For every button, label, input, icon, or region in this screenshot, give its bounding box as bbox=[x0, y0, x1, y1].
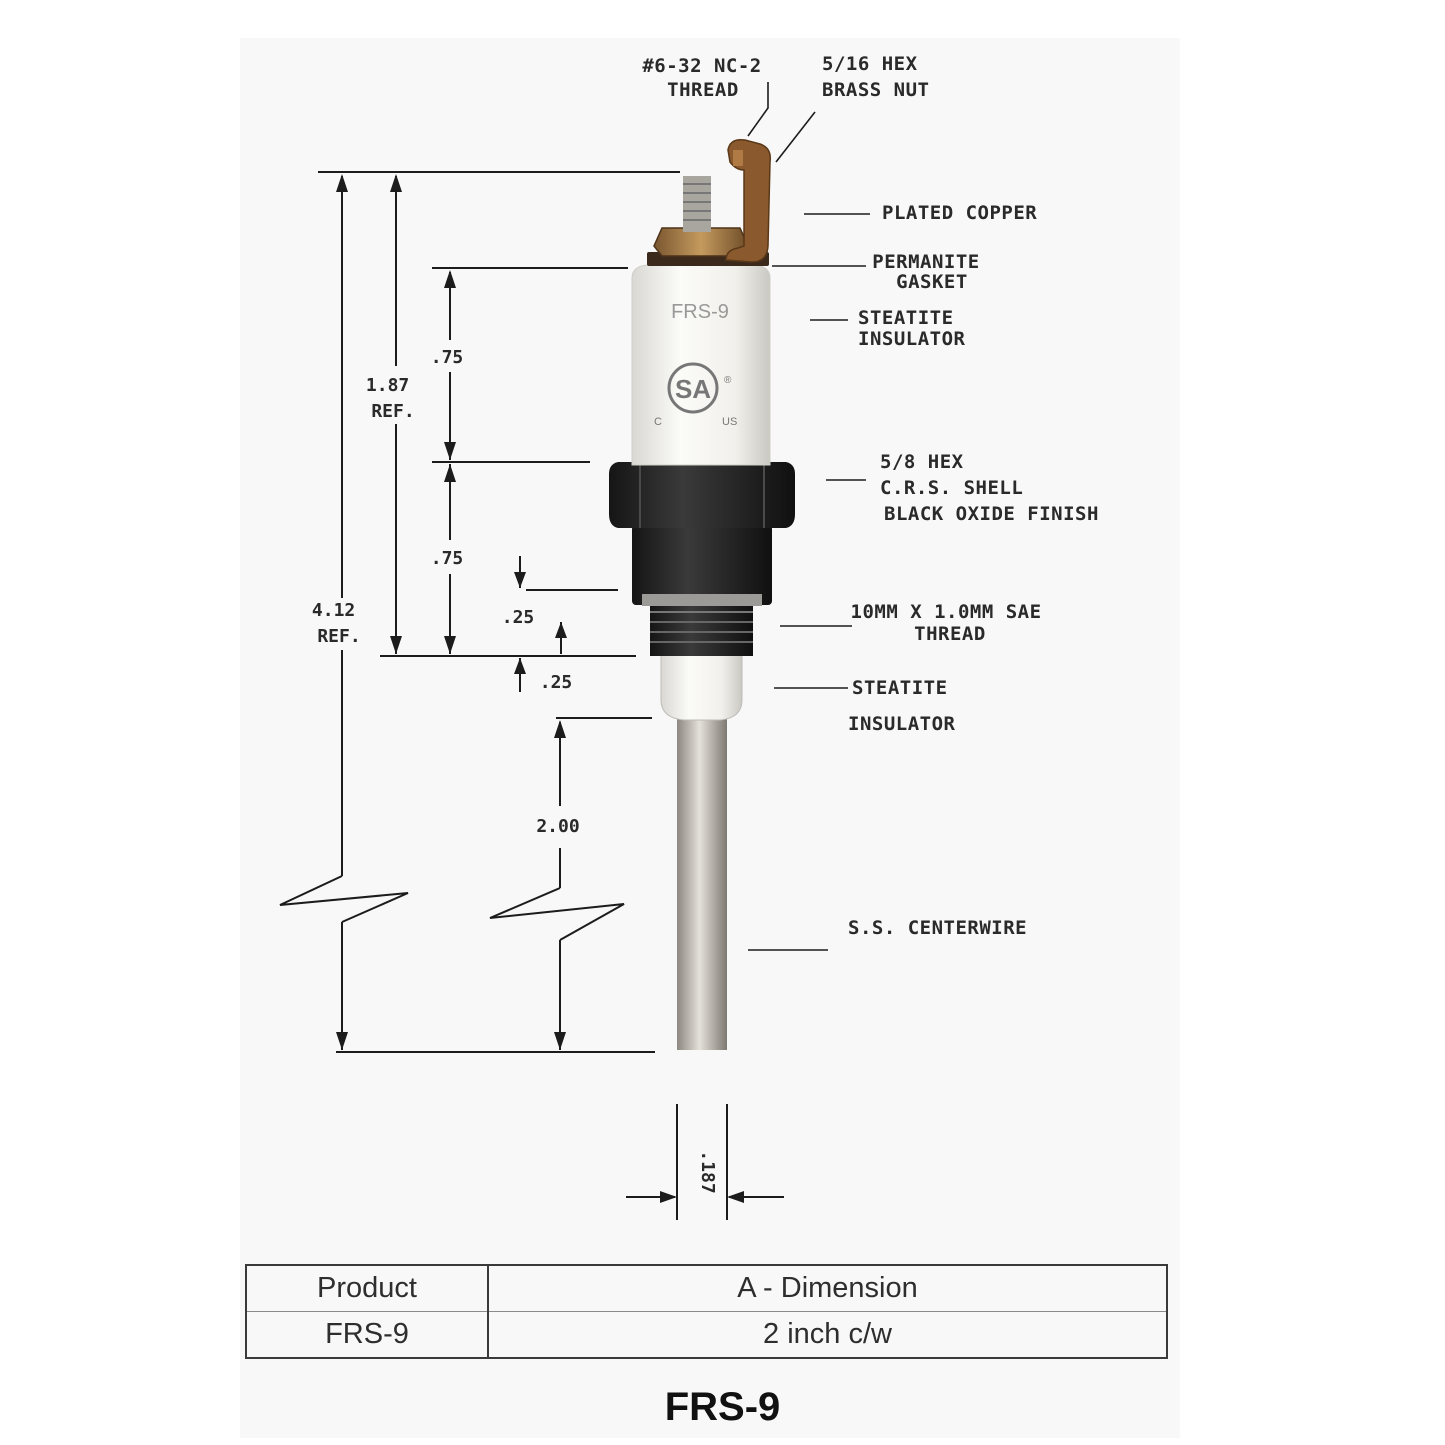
callout-hex-nut-line1: 5/16 HEX bbox=[822, 53, 918, 75]
shell-body bbox=[632, 525, 772, 605]
callout-thread-top-line2: THREAD bbox=[667, 79, 739, 101]
callout-hex-nut: 5/16 HEX BRASS NUT bbox=[822, 53, 929, 101]
copper-terminal bbox=[725, 138, 772, 263]
callout-hex-shell: 5/8 HEX C.R.S. SHELL BLACK OXIDE FINISH bbox=[880, 451, 1099, 525]
dim-thread-len: .25 bbox=[502, 607, 535, 628]
table-header-row: Product A - Dimension bbox=[245, 1264, 1168, 1312]
callout-insulator-bottom-line2: INSULATOR bbox=[848, 713, 956, 735]
dim-overall: 4.12 REF. bbox=[312, 600, 366, 647]
callout-insulator-bottom-line1: STEATITE bbox=[852, 677, 948, 699]
callout-hex-shell-line1: 5/8 HEX bbox=[880, 451, 964, 473]
dim-upper-a: .75 bbox=[431, 347, 464, 368]
dim-upper-b: .75 bbox=[431, 548, 464, 569]
callout-insulator-bottom: STEATITE INSULATOR bbox=[848, 677, 959, 735]
callout-thread-top: #6-32 NC-2 THREAD bbox=[642, 55, 773, 101]
csa-mark: SA ® C US bbox=[654, 362, 737, 428]
threaded-stud bbox=[683, 176, 711, 232]
sae-thread bbox=[650, 604, 753, 656]
csa-mark-r: ® bbox=[724, 375, 732, 386]
callout-plated-copper: PLATED COPPER bbox=[882, 202, 1037, 224]
dim-upper-value: 1.87 bbox=[366, 375, 409, 396]
dim-wire-len: 2.00 bbox=[536, 816, 579, 837]
table-row: FRS-9 2 inch c/w bbox=[245, 1311, 1168, 1359]
centerwire bbox=[677, 715, 727, 1050]
flame-rod-part: FRS-9 SA ® C US bbox=[609, 138, 795, 1050]
callout-insulator-top-line2: INSULATOR bbox=[858, 328, 966, 350]
callout-hex-shell-line2: C.R.S. SHELL bbox=[880, 477, 1023, 499]
callout-sae-thread-line1: 10MM X 1.0MM SAE bbox=[851, 601, 1042, 623]
callout-insulator-top: STEATITE INSULATOR bbox=[858, 307, 966, 350]
callout-sae-thread-line2: THREAD bbox=[914, 623, 986, 645]
hex-shell bbox=[609, 462, 795, 528]
callout-hex-nut-line2: BRASS NUT bbox=[822, 79, 929, 101]
flame-rod-drawing: FRS-9 SA ® C US bbox=[279, 53, 1099, 1220]
part-label: FRS-9 bbox=[671, 301, 729, 323]
csa-mark-us: US bbox=[722, 416, 737, 428]
dimension-table: Product A - Dimension FRS-9 2 inch c/w bbox=[245, 1264, 1168, 1359]
table-header-a-dimension: A - Dimension bbox=[487, 1264, 1168, 1312]
dimension-values: 4.12 REF. 1.87 REF. .75 .75 .25 .25 2.00… bbox=[312, 347, 718, 1194]
callouts: #6-32 NC-2 THREAD 5/16 HEX BRASS NUT PLA… bbox=[642, 53, 1099, 939]
dim-upper-ref: REF. bbox=[371, 401, 414, 422]
callout-gasket-line2: GASKET bbox=[896, 271, 968, 293]
callout-plated-copper-line1: PLATED COPPER bbox=[882, 202, 1037, 224]
table-cell-product: FRS-9 bbox=[245, 1311, 489, 1359]
figure-caption: FRS-9 bbox=[664, 1385, 781, 1429]
dim-wire-dia: .187 bbox=[697, 1150, 718, 1193]
bottom-insulator bbox=[660, 654, 743, 721]
dim-insulator-len: .25 bbox=[540, 672, 573, 693]
csa-mark-c: C bbox=[654, 416, 662, 428]
table-cell-a-dimension: 2 inch c/w bbox=[487, 1311, 1168, 1359]
callout-sae-thread: 10MM X 1.0MM SAE THREAD bbox=[851, 601, 1054, 645]
dimension-lines bbox=[279, 82, 870, 1220]
dim-overall-value: 4.12 bbox=[312, 600, 355, 621]
csa-mark-letters: SA bbox=[675, 374, 711, 404]
callout-gasket-line1: PERMANITE bbox=[872, 251, 979, 273]
dim-overall-ref: REF. bbox=[317, 626, 360, 647]
callout-centerwire: S.S. CENTERWIRE bbox=[848, 917, 1027, 939]
callout-gasket: PERMANITE GASKET bbox=[872, 251, 991, 293]
dim-upper: 1.87 REF. bbox=[366, 375, 420, 422]
callout-thread-top-line1: #6-32 NC-2 bbox=[642, 55, 761, 77]
table-header-product: Product bbox=[245, 1264, 489, 1312]
callout-insulator-top-line1: STEATITE bbox=[858, 307, 954, 329]
callout-hex-shell-line3: BLACK OXIDE FINISH bbox=[884, 503, 1099, 525]
callout-centerwire-line1: S.S. CENTERWIRE bbox=[848, 917, 1027, 939]
